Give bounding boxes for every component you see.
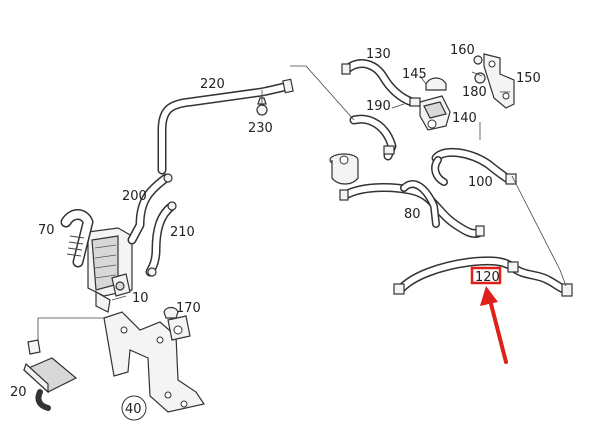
hose-100 — [431, 147, 517, 186]
muffler-20 — [22, 339, 78, 411]
label-part-140: 140 — [452, 111, 477, 126]
label-part-230: 230 — [248, 121, 273, 136]
clamp-145 — [425, 77, 447, 91]
bracket-40 — [103, 311, 205, 413]
label-part-200: 200 — [122, 189, 147, 204]
hose-120 — [393, 256, 573, 297]
label-part-160: 160 — [450, 43, 475, 58]
label-part-170: 170 — [176, 301, 201, 316]
label-part-180: 180 — [462, 85, 487, 100]
clamp-170 — [163, 306, 179, 319]
hose-130 — [341, 59, 417, 107]
label-part-130: 130 — [366, 47, 391, 62]
hose-190 — [349, 114, 397, 161]
highlight-arrow — [480, 286, 508, 364]
corrugated-hose-70 — [60, 209, 94, 268]
heater-unit — [87, 227, 133, 313]
label-part-145: 145 — [402, 67, 427, 82]
label-part-40: 40 — [125, 402, 142, 417]
pump-assembly — [329, 153, 359, 185]
label-part-80: 80 — [404, 207, 421, 222]
label-part-10: 10 — [132, 291, 149, 306]
label-part-40-badge: 40 — [121, 395, 147, 421]
hose-80 — [339, 180, 485, 239]
clip-180 — [474, 72, 486, 84]
label-part-70: 70 — [38, 223, 55, 238]
hose-200 — [127, 173, 173, 245]
label-part-120: 120 — [475, 270, 500, 285]
hose-210 — [145, 201, 177, 277]
label-part-210: 210 — [170, 225, 195, 240]
label-part-220: 220 — [200, 77, 225, 92]
clip-160 — [473, 55, 483, 65]
valve-140 — [409, 95, 451, 131]
bracket-150 — [483, 53, 515, 109]
hose-220 — [157, 78, 294, 175]
label-part-150: 150 — [516, 71, 541, 86]
label-part-20: 20 — [10, 385, 27, 400]
label-part-100: 100 — [468, 175, 493, 190]
label-part-190: 190 — [366, 99, 391, 114]
highlight-box-120 — [470, 266, 502, 285]
